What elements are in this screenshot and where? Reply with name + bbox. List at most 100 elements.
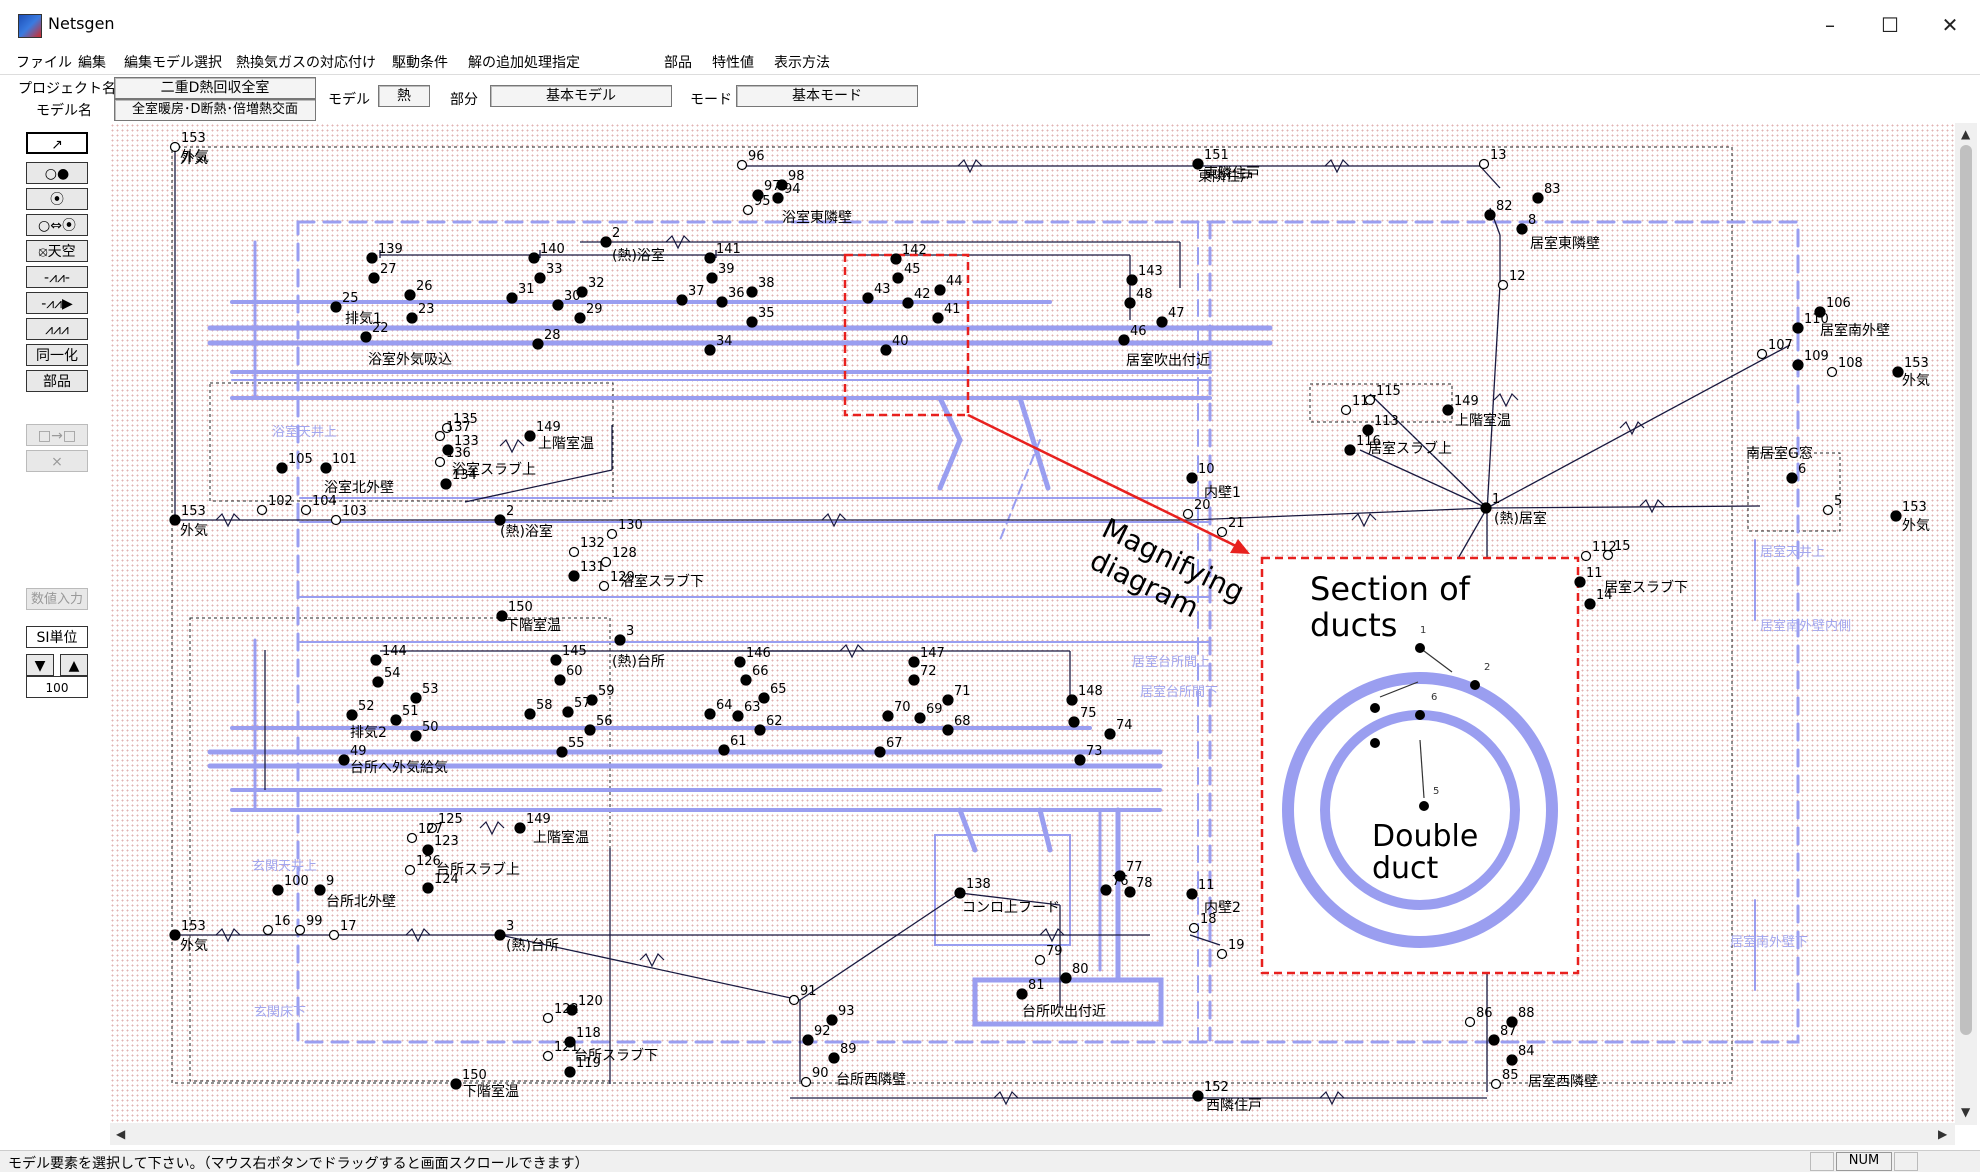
node-filled-marker[interactable] (746, 286, 758, 298)
node-open-marker[interactable] (1216, 526, 1228, 538)
node-open-marker[interactable] (1580, 550, 1592, 562)
network-node[interactable]: 149 (524, 420, 561, 442)
node-filled-marker[interactable] (1480, 502, 1492, 514)
node-open-marker[interactable] (600, 556, 612, 568)
network-node[interactable]: 153 (1890, 500, 1927, 522)
network-node[interactable]: 100 (272, 874, 309, 896)
network-node[interactable]: 77 (1114, 860, 1143, 882)
node-open-marker[interactable] (1034, 954, 1046, 966)
model-name-field[interactable]: 全室暖房･D断熱･倍増熱交面 (114, 99, 316, 121)
network-node[interactable]: 31 (506, 282, 535, 304)
network-node[interactable]: 67 (874, 736, 903, 758)
network-node[interactable]: 89 (828, 1042, 857, 1064)
network-node[interactable]: 26 (404, 279, 433, 301)
network-node[interactable]: 115 (1364, 384, 1401, 406)
network-node[interactable]: 82 (1484, 199, 1513, 221)
node-filled-marker[interactable] (1532, 192, 1544, 204)
network-node[interactable]: 137 (434, 420, 471, 442)
network-node[interactable]: 133 (442, 434, 479, 456)
network-node[interactable]: 108 (1826, 356, 1863, 378)
node-tool[interactable]: ○● (26, 162, 88, 184)
network-node[interactable]: 153 (1892, 356, 1929, 378)
node-filled-marker[interactable] (1104, 728, 1116, 740)
network-node[interactable]: 94 (772, 182, 801, 204)
network-node[interactable]: 35 (746, 306, 775, 328)
network-node[interactable]: 120 (566, 994, 603, 1016)
network-node[interactable]: 25 (330, 291, 359, 313)
node-filled-marker[interactable] (718, 744, 730, 756)
network-node[interactable]: 92 (802, 1024, 831, 1046)
network-node[interactable]: 72 (908, 664, 937, 686)
network-node[interactable]: 88 (1506, 1006, 1535, 1028)
node-filled-marker[interactable] (372, 676, 384, 688)
node-filled-marker[interactable] (704, 344, 716, 356)
network-node[interactable]: 49 (338, 744, 367, 766)
network-node[interactable]: 13 (1478, 148, 1507, 170)
node-filled-marker[interactable] (584, 724, 596, 736)
zoom-value[interactable]: 100 (26, 676, 88, 698)
network-node[interactable]: 127 (406, 822, 443, 844)
node-open-marker[interactable] (1497, 279, 1509, 291)
node-open-marker[interactable] (404, 864, 416, 876)
network-node[interactable]: 45 (892, 262, 921, 284)
part-field[interactable]: 基本モデル (490, 85, 672, 107)
network-node[interactable]: 47 (1156, 306, 1185, 328)
network-node[interactable]: 78 (1124, 876, 1153, 898)
scroll-left-arrow[interactable]: ◀ (116, 1127, 126, 1141)
network-node[interactable]: 96 (736, 149, 765, 171)
si-unit-button[interactable]: SI単位 (26, 626, 88, 648)
node-filled-marker[interactable] (370, 654, 382, 666)
network-node[interactable]: 101 (320, 452, 357, 474)
node-filled-marker[interactable] (1814, 306, 1826, 318)
node-filled-marker[interactable] (1186, 472, 1198, 484)
node-filled-marker[interactable] (704, 708, 716, 720)
node-filled-marker[interactable] (1488, 1034, 1500, 1046)
network-node[interactable]: 131 (568, 560, 605, 582)
network-node[interactable]: 66 (740, 664, 769, 686)
network-node[interactable]: 75 (1068, 706, 1097, 728)
node-filled-marker[interactable] (532, 338, 544, 350)
network-node[interactable]: 103 (330, 504, 367, 526)
node-filled-marker[interactable] (576, 286, 588, 298)
node-filled-marker[interactable] (1442, 404, 1454, 416)
node-filled-marker[interactable] (524, 430, 536, 442)
node-filled-marker[interactable] (494, 514, 506, 526)
node-filled-marker[interactable] (1584, 598, 1596, 610)
node-filled-marker[interactable] (826, 1014, 838, 1026)
node-filled-marker[interactable] (1114, 870, 1126, 882)
node-filled-marker[interactable] (346, 709, 358, 721)
network-node[interactable]: 11 (1186, 878, 1215, 900)
menu-file[interactable]: ファイル (16, 55, 72, 71)
network-node[interactable]: 63 (732, 700, 761, 722)
network-node[interactable]: 90 (800, 1066, 829, 1088)
node-filled-marker[interactable] (169, 514, 181, 526)
network-node[interactable]: 83 (1532, 182, 1561, 204)
delete-tool[interactable]: ⨯ (26, 450, 88, 472)
network-node[interactable]: 46 (1118, 324, 1147, 346)
node-filled-marker[interactable] (556, 746, 568, 758)
network-node[interactable]: 106 (1814, 296, 1851, 318)
network-node[interactable]: 79 (1034, 944, 1063, 966)
node-filled-marker[interactable] (1186, 888, 1198, 900)
node-filled-marker[interactable] (600, 236, 612, 248)
network-node[interactable]: 20 (1182, 498, 1211, 520)
network-node[interactable]: 142 (890, 243, 927, 265)
network-node[interactable]: 135 (441, 412, 478, 434)
network-node[interactable]: 134 (440, 468, 477, 490)
node-open-marker[interactable] (406, 832, 418, 844)
network-node[interactable]: 3 (494, 919, 514, 941)
network-node[interactable]: 8 (1516, 213, 1536, 235)
node-filled-marker[interactable] (1890, 510, 1902, 522)
node-filled-marker[interactable] (1124, 886, 1136, 898)
node-filled-marker[interactable] (410, 692, 422, 704)
network-node[interactable]: 1 (1480, 492, 1500, 514)
network-node[interactable]: 64 (704, 698, 733, 720)
radiation-tool[interactable]: ⩘⩘⩘ (26, 318, 88, 340)
node-filled-marker[interactable] (1344, 444, 1356, 456)
node-filled-marker[interactable] (934, 284, 946, 296)
project-field[interactable]: 二重D熱回収全室 (114, 77, 316, 99)
network-node[interactable]: 5 (1822, 494, 1843, 516)
unify-tool[interactable]: 同一化 (26, 344, 88, 366)
